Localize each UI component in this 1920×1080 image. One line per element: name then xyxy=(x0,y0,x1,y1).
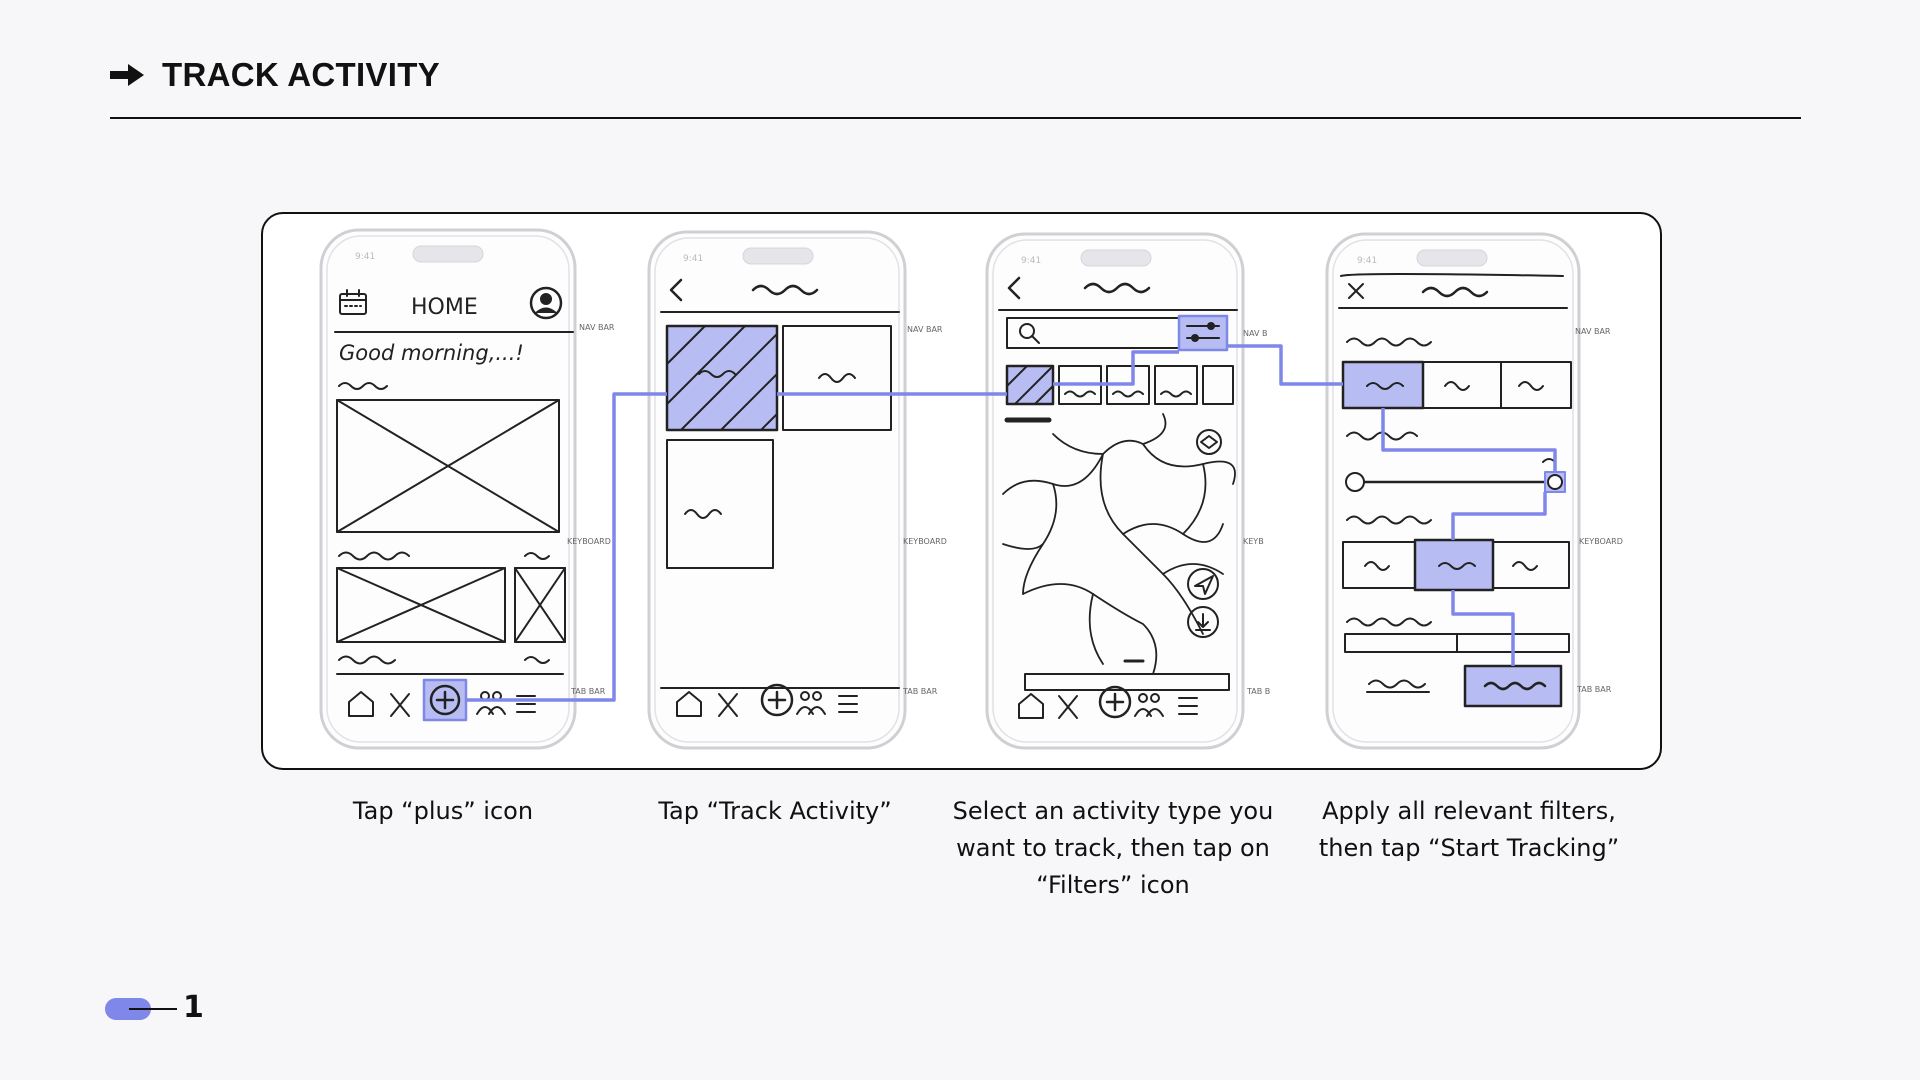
greeting-text: Good morning,...! xyxy=(339,341,524,365)
community-tab-icon xyxy=(1134,693,1164,717)
back-icon xyxy=(1007,276,1021,300)
activity-chip-selected xyxy=(1005,364,1055,406)
status-time: 9:41 xyxy=(683,254,703,264)
keyboard-label: KEYB xyxy=(1243,537,1264,546)
plus-tab-icon xyxy=(760,683,794,717)
card-placeholder xyxy=(336,567,506,643)
card-placeholder xyxy=(514,567,566,643)
home-tab-icon xyxy=(676,691,702,717)
status-time: 9:41 xyxy=(1021,256,1041,266)
navigate-icon xyxy=(1187,568,1219,600)
layers-icon xyxy=(1196,429,1222,455)
community-tab-icon xyxy=(796,691,826,715)
tools-tab-icon xyxy=(718,693,738,717)
menu-tab-icon xyxy=(1178,697,1198,715)
image-placeholder xyxy=(336,399,560,533)
status-time: 9:41 xyxy=(1357,256,1377,266)
home-heading: HOME xyxy=(411,295,478,320)
tools-tab-icon xyxy=(1058,695,1078,719)
keyboard-label: KEYBOARD xyxy=(903,537,947,546)
plus-tab-icon xyxy=(1098,685,1132,719)
nav-bar-label: NAV B xyxy=(1243,329,1267,338)
menu-tab-icon xyxy=(516,695,536,713)
step-caption-1: Tap “plus” icon xyxy=(352,797,534,825)
profile-icon xyxy=(529,286,563,320)
tab-bar-label: TAB BAR xyxy=(570,687,606,696)
pagination-line xyxy=(129,1008,177,1010)
calendar-icon xyxy=(339,289,367,315)
slide-header: TRACK ACTIVITY xyxy=(110,56,440,94)
filters-icon-highlight xyxy=(1177,314,1229,352)
header-divider xyxy=(110,117,1801,119)
tab-bar-label: TAB B xyxy=(1246,687,1270,696)
back-icon xyxy=(669,278,683,302)
menu-tab-icon xyxy=(838,695,858,713)
step-caption-2: Tap “Track Activity” xyxy=(658,797,892,825)
phone-map-screen: 9:41 NAV B xyxy=(985,232,1270,750)
nav-bar-label: NAV BAR xyxy=(907,325,943,334)
tab-bar-label: TAB BAR xyxy=(1576,685,1612,694)
step-caption-4: Apply all relevant filters, then tap “St… xyxy=(1318,797,1620,862)
close-icon xyxy=(1348,283,1364,299)
status-time: 9:41 xyxy=(355,252,375,262)
activity-card xyxy=(666,439,774,569)
home-tab-icon xyxy=(1018,693,1044,719)
tab-bar-label: TAB BAR xyxy=(902,687,938,696)
nav-bar-label: NAV BAR xyxy=(579,323,615,332)
track-activity-card xyxy=(665,324,779,432)
text-squiggle xyxy=(338,382,388,390)
wireframe-flow: 9:41 HOME NAV BAR Good morning,...! xyxy=(261,212,1662,770)
arrow-right-icon xyxy=(110,64,144,86)
plus-tab-icon xyxy=(429,684,461,716)
wireframe-flow-drawing: 9:41 HOME NAV BAR Good morning,...! xyxy=(319,228,1623,750)
pagination: 1 xyxy=(105,990,225,1025)
activity-card xyxy=(782,325,892,431)
pagination-indicator xyxy=(105,998,151,1020)
download-icon xyxy=(1187,606,1219,638)
step-caption-3: Select an activity type you want to trac… xyxy=(952,797,1274,899)
map-area xyxy=(1002,413,1236,675)
nav-bar-label: NAV BAR xyxy=(1575,327,1611,336)
phone-filters-screen: 9:41 NAV BAR xyxy=(1325,232,1623,750)
page-title: TRACK ACTIVITY xyxy=(162,56,440,93)
keyboard-label: KEYBOARD xyxy=(567,537,611,546)
page-number: 1 xyxy=(183,990,204,1025)
flow-connectors xyxy=(466,344,1557,702)
start-tracking-button xyxy=(1463,664,1563,708)
home-tab-icon xyxy=(348,691,374,717)
phone-activity-screen: 9:41 NAV BAR KEYBOARD TAB BAR xyxy=(647,230,947,750)
range-slider xyxy=(1345,471,1566,493)
tools-tab-icon xyxy=(390,693,410,717)
search-icon xyxy=(1019,323,1040,344)
phone-home-screen: 9:41 HOME NAV BAR Good morning,...! xyxy=(319,228,615,750)
keyboard-label: KEYBOARD xyxy=(1579,537,1623,546)
